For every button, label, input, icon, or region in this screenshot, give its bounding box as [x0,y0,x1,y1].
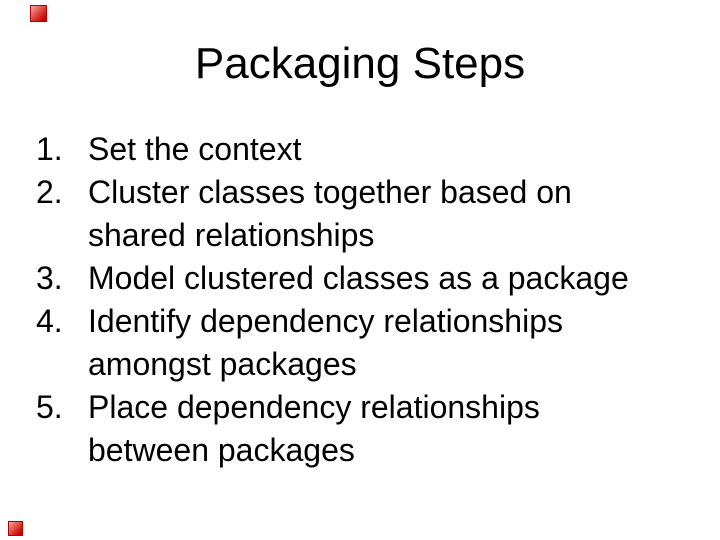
list-item-text: Model clustered classes as a package [88,260,629,296]
list-item-number: 3. [36,260,63,296]
list-item: 4. Identify dependency relationships amo… [36,300,640,386]
list-item-text: Set the context [88,131,302,167]
numbered-list: 1. Set the context 2. Cluster classes to… [36,128,640,472]
list-item-text: Identify dependency relationships amongs… [88,303,563,382]
list-item-number: 5. [36,389,63,425]
list-item-number: 1. [36,131,63,167]
red-square-decoration-bottom-left [8,521,23,536]
list-item-number: 2. [36,174,63,210]
list-item: 3. Model clustered classes as a package [36,257,640,300]
list-item: 5. Place dependency relationships betwee… [36,386,640,472]
list-item-text: Place dependency relationships between p… [88,389,540,468]
red-square-decoration-top-left [30,5,47,22]
list-item-number: 4. [36,303,63,339]
slide-title: Packaging Steps [194,39,526,88]
list-item: 1. Set the context [36,128,640,171]
list-item: 2. Cluster classes together based on sha… [36,171,640,257]
list-item-text: Cluster classes together based on shared… [88,174,572,253]
